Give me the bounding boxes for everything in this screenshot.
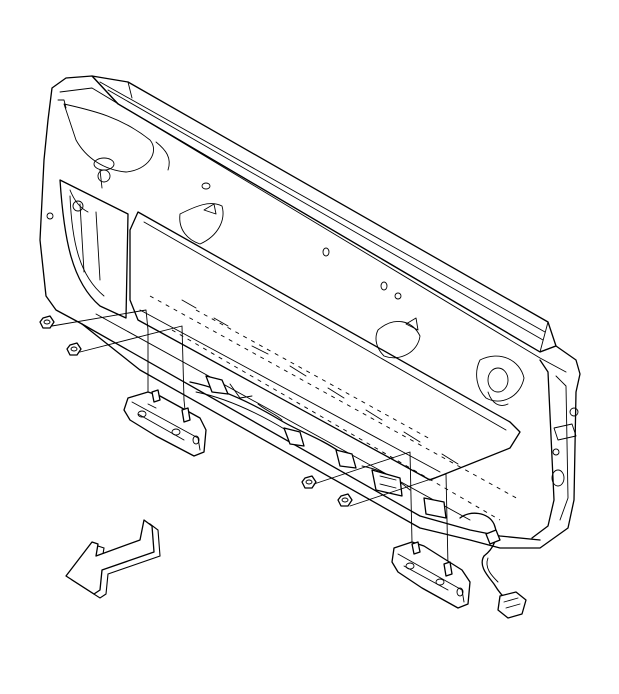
right-hinge-bracket [391, 541, 471, 609]
bolt [301, 475, 317, 489]
left-hinge-bracket [123, 389, 207, 457]
bolt [39, 315, 55, 329]
wire-harness-connector [459, 512, 527, 619]
tailgate-inner-panel [39, 75, 581, 549]
alignment-lines-right [313, 451, 449, 567]
direction-arrow-icon [65, 519, 161, 599]
bolt [337, 493, 353, 507]
bolt [66, 342, 82, 356]
